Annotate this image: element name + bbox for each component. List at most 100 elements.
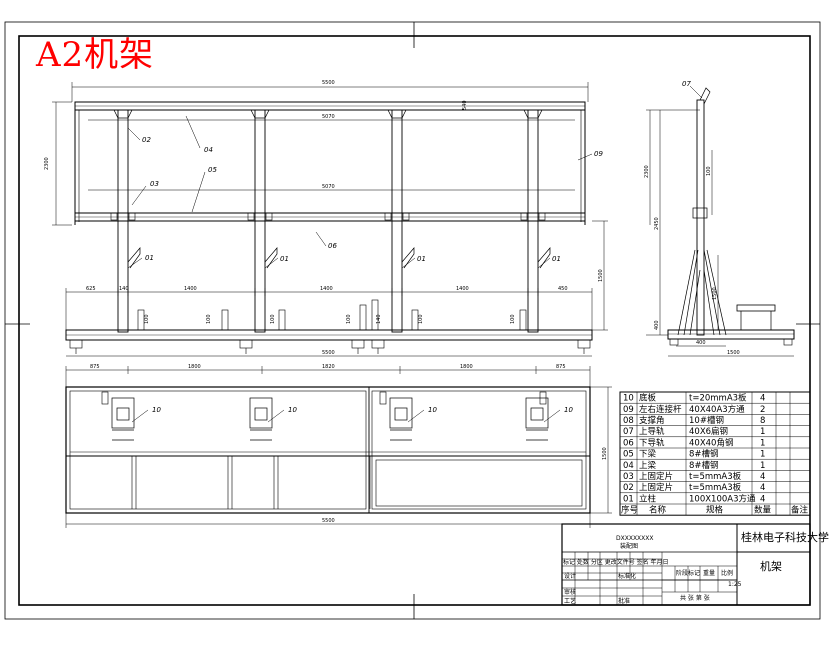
dim-support-small: 140: [376, 314, 382, 324]
callout-04: 04: [204, 146, 213, 154]
dim-beam-small: 540: [462, 100, 468, 110]
plan-dim-overall: 5500: [322, 518, 335, 524]
bom-name: 下梁: [639, 450, 657, 460]
drawing-scale: 1:25: [728, 581, 742, 588]
dim-left-height: 2300: [44, 157, 50, 170]
bom-name: 下导轨: [639, 437, 665, 448]
revision-row-label: 标记 处数 分区 更改文件号 签名 年月日: [563, 558, 669, 566]
bom-name: 上固定片: [639, 482, 673, 493]
dim-right-height: 1500: [598, 269, 604, 282]
bom-header-name: 名称: [649, 505, 667, 516]
callout-10-c: 10: [428, 406, 437, 414]
bom-header-spec: 规格: [706, 505, 724, 516]
callout-01-d: 01: [552, 255, 561, 263]
bom-spec: 40X6扁钢: [689, 426, 728, 437]
front-view-labels: 5500 2300 5070 5070 625 140 1400 1400 14…: [44, 80, 604, 356]
bom-no: 09: [623, 405, 634, 415]
side-dim-base: 400: [654, 320, 660, 330]
craft-label: 工艺: [564, 597, 576, 605]
dim-support-2: 100: [206, 314, 212, 324]
bom-no: 10: [623, 394, 634, 404]
front-view: [52, 82, 608, 357]
callout-10-d: 10: [564, 406, 573, 414]
side-dim-upper: 2300: [644, 165, 650, 178]
bom-qty: 8: [760, 416, 765, 426]
drawing-type: 装配图: [620, 542, 638, 550]
dim-seg-2: 140: [119, 286, 129, 292]
ratio-label: 比例: [721, 569, 733, 577]
bom-no: 03: [623, 472, 634, 482]
plan-view: [65, 366, 612, 528]
bom-qty: 1: [760, 450, 765, 460]
side-dim-small: 100: [706, 166, 712, 176]
bom-spec: t=5mmA3板: [689, 482, 742, 493]
bom-qty: 4: [760, 494, 765, 504]
callout-01-a: 01: [145, 254, 154, 262]
bom-header-qty: 数量: [754, 505, 772, 516]
dim-support-4: 100: [346, 314, 352, 324]
callout-06: 06: [328, 242, 337, 250]
callout-01-c: 01: [417, 255, 426, 263]
sheet-count: 共 张 第 张: [680, 594, 710, 602]
bom-qty: 1: [760, 427, 765, 437]
dim-seg-5: 1400: [456, 286, 469, 292]
plan-view-labels: 875 1800 1820 1800 875 1500 5500 10 10 1…: [90, 364, 608, 524]
drawing-number: DXXXXXXXX: [616, 535, 654, 542]
school-name: 桂林电子科技大学: [741, 530, 829, 544]
callout-05: 05: [208, 166, 217, 174]
callout-10-b: 10: [288, 406, 297, 414]
dim-seg-1: 625: [86, 286, 96, 292]
dim-seg-6: 450: [558, 286, 568, 292]
side-view-labels: 07 2300 2450 100 1500 400 400 1500: [644, 80, 740, 356]
centering-marks: [5, 22, 820, 619]
dim-seg-3: 1400: [184, 286, 197, 292]
dim-support-6: 100: [510, 314, 516, 324]
approve-label: 批准: [618, 597, 630, 605]
bom-spec: 8#槽钢: [689, 449, 719, 460]
bom-name: 上梁: [639, 461, 657, 471]
bom-no: 06: [623, 438, 634, 448]
callout-03: 03: [150, 180, 159, 188]
callout-01-b: 01: [280, 255, 289, 263]
plan-dim-depth: 1500: [602, 447, 608, 460]
bom-spec: 40X40A3方通: [689, 404, 745, 415]
review-label: 审核: [564, 588, 576, 596]
side-dim-width: 1500: [727, 350, 740, 356]
dim-support-3: 100: [270, 314, 276, 324]
bom-spec: 8#槽钢: [689, 460, 719, 471]
plan-dim-3: 1820: [322, 364, 335, 370]
outer-border: [4, 21, 821, 620]
stage-label: 阶段标记: [676, 569, 700, 577]
drawing-title-mark: A2机架: [36, 35, 155, 75]
callout-07: 07: [682, 80, 691, 88]
bom-qty: 4: [760, 394, 765, 404]
bom-no: 05: [623, 450, 634, 460]
bom-qty: 4: [760, 483, 765, 493]
callout-09: 09: [594, 150, 603, 158]
plan-dim-2: 1800: [188, 364, 201, 370]
title-block-text: DXXXXXXXX 装配图 桂林电子科技大学 机架 1:25 阶段标记 重量 比…: [563, 530, 829, 605]
dim-seg-4: 1400: [320, 286, 333, 292]
bom-no: 02: [623, 483, 634, 493]
bom-no: 04: [623, 461, 634, 471]
side-dim-lower: 1500: [712, 287, 718, 300]
callout-10-a: 10: [152, 406, 161, 414]
inner-border: [18, 35, 811, 606]
design-label: 设计: [564, 572, 576, 580]
bom-spec: 100X100A3方通: [689, 493, 756, 504]
dim-lower-span: 5070: [322, 184, 335, 190]
dim-support-5: 100: [418, 314, 424, 324]
bom-qty: 1: [760, 461, 765, 471]
bom-qty: 1: [760, 438, 765, 448]
side-dim-total: 2450: [654, 217, 660, 230]
bom-name: 左右连接杆: [639, 404, 682, 415]
callout-02: 02: [142, 136, 151, 144]
bom-name: 上导轨: [639, 426, 665, 437]
bom-spec: t=20mmA3板: [689, 393, 747, 404]
plan-dim-1: 875: [90, 364, 100, 370]
bom-name: 立柱: [639, 493, 657, 504]
standard-label: 标准化: [618, 572, 636, 580]
dim-overall-top: 5500: [322, 80, 335, 86]
